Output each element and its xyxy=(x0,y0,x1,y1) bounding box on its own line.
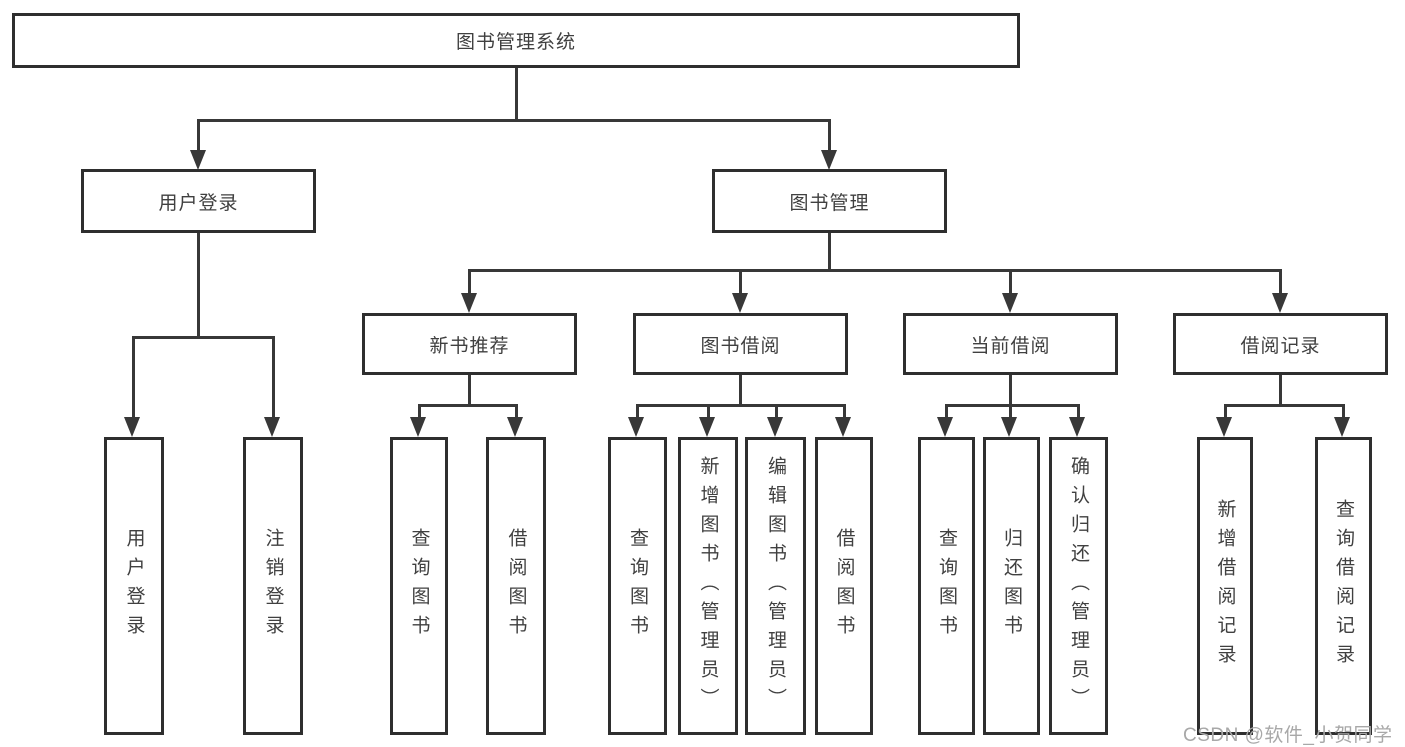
connector-level3-rail xyxy=(468,269,1282,272)
leaf-edit-book-admin: 编辑图书（管理员） xyxy=(745,437,806,735)
node-label: 查询图书 xyxy=(627,528,648,644)
connector-drop xyxy=(515,404,518,419)
node-label: 新书推荐 xyxy=(429,335,510,357)
arrowhead-down-icon xyxy=(732,293,748,313)
leaf-return-book: 归还图书 xyxy=(983,437,1040,735)
arrowhead-down-icon xyxy=(1002,293,1018,313)
connector-drop xyxy=(1009,404,1012,419)
leaf-add-borrow-record: 新增借阅记录 xyxy=(1197,437,1253,735)
arrowhead-down-icon xyxy=(1216,417,1232,437)
node-label: 注销登录 xyxy=(262,528,284,644)
connector-book-borrow-rail xyxy=(636,404,846,407)
leaf-query-book-2: 查询图书 xyxy=(608,437,667,735)
connector-drop xyxy=(468,269,471,295)
node-label: 借阅图书 xyxy=(833,528,855,644)
arrowhead-down-icon xyxy=(507,417,523,437)
node-label: 当前借阅 xyxy=(970,335,1051,357)
connector-drop xyxy=(707,404,710,419)
arrowhead-down-icon xyxy=(628,417,644,437)
node-current-borrow: 当前借阅 xyxy=(903,313,1118,375)
leaf-user-login: 用户登录 xyxy=(104,437,164,735)
connector-borrow-record-trunk xyxy=(1279,375,1282,406)
node-label: 编辑图书（管理员） xyxy=(765,455,786,717)
connector-drop-book-mgmt xyxy=(828,119,831,152)
node-label: 确认归还（管理员） xyxy=(1068,455,1089,717)
node-label: 图书管理系统 xyxy=(455,32,576,53)
node-label: 图书借阅 xyxy=(700,335,781,357)
connector-current-borrow-trunk xyxy=(1009,375,1012,406)
node-label: 查询图书 xyxy=(408,528,430,644)
arrowhead-down-icon xyxy=(821,150,837,170)
node-book-borrow: 图书借阅 xyxy=(633,313,848,375)
connector-drop xyxy=(418,404,421,419)
node-label: 查询借阅记录 xyxy=(1333,499,1354,673)
node-user-login: 用户登录 xyxy=(81,169,316,233)
connector-drop xyxy=(636,404,639,419)
arrowhead-down-icon xyxy=(767,417,783,437)
arrowhead-down-icon xyxy=(1272,293,1288,313)
arrowhead-down-icon xyxy=(264,417,280,437)
arrowhead-down-icon xyxy=(1334,417,1350,437)
leaf-query-book-3: 查询图书 xyxy=(918,437,975,735)
leaf-query-borrow-record: 查询借阅记录 xyxy=(1315,437,1372,735)
node-label: 新增图书（管理员） xyxy=(697,455,719,717)
node-label: 归还图书 xyxy=(1001,528,1022,644)
node-book-mgmt: 图书管理 xyxy=(712,169,947,233)
leaf-borrow-book-1: 借阅图书 xyxy=(486,437,546,735)
connector-drop xyxy=(272,336,275,419)
leaf-query-book-1: 查询图书 xyxy=(390,437,448,735)
connector-new-book-trunk xyxy=(468,375,471,406)
arrowhead-down-icon xyxy=(699,417,715,437)
node-label: 用户登录 xyxy=(158,192,239,214)
connector-level2-rail xyxy=(197,119,831,122)
connector-drop xyxy=(945,404,948,419)
connector-current-borrow-rail xyxy=(945,404,1080,407)
connector-borrow-record-rail xyxy=(1224,404,1345,407)
connector-drop xyxy=(1279,269,1282,295)
leaf-logout: 注销登录 xyxy=(243,437,303,735)
node-new-book-recommend: 新书推荐 xyxy=(362,313,577,375)
node-label: 新增借阅记录 xyxy=(1214,499,1236,673)
leaf-borrow-book-2: 借阅图书 xyxy=(815,437,873,735)
arrowhead-down-icon xyxy=(937,417,953,437)
arrowhead-down-icon xyxy=(190,150,206,170)
connector-drop xyxy=(1224,404,1227,419)
connector-drop xyxy=(1342,404,1345,419)
leaf-confirm-return-admin: 确认归还（管理员） xyxy=(1049,437,1108,735)
connector-new-book-rail xyxy=(418,404,518,407)
arrowhead-down-icon xyxy=(1069,417,1085,437)
node-root: 图书管理系统 xyxy=(12,13,1020,68)
node-label: 查询图书 xyxy=(936,528,957,644)
connector-drop xyxy=(132,336,135,419)
connector-book-mgmt-trunk xyxy=(828,233,831,271)
connector-drop xyxy=(1077,404,1080,419)
connector-drop xyxy=(843,404,846,419)
connector-drop xyxy=(739,269,742,295)
connector-book-borrow-trunk xyxy=(739,375,742,406)
arrowhead-down-icon xyxy=(1001,417,1017,437)
arrowhead-down-icon xyxy=(461,293,477,313)
connector-user-login-trunk xyxy=(197,233,200,337)
connector-drop xyxy=(775,404,778,419)
csdn-watermark: CSDN @软件_小贺同学 xyxy=(1183,725,1393,746)
node-label: 借阅记录 xyxy=(1240,335,1321,357)
node-label: 用户登录 xyxy=(123,528,145,644)
arrowhead-down-icon xyxy=(835,417,851,437)
leaf-add-book-admin: 新增图书（管理员） xyxy=(678,437,738,735)
connector-drop xyxy=(1009,269,1012,295)
node-label: 图书管理 xyxy=(789,192,870,214)
connector-root-trunk xyxy=(515,68,518,120)
connector-user-login-rail xyxy=(132,336,275,339)
arrowhead-down-icon xyxy=(410,417,426,437)
node-label: 借阅图书 xyxy=(505,528,527,644)
node-borrow-record: 借阅记录 xyxy=(1173,313,1388,375)
connector-drop-user-login xyxy=(197,119,200,152)
arrowhead-down-icon xyxy=(124,417,140,437)
